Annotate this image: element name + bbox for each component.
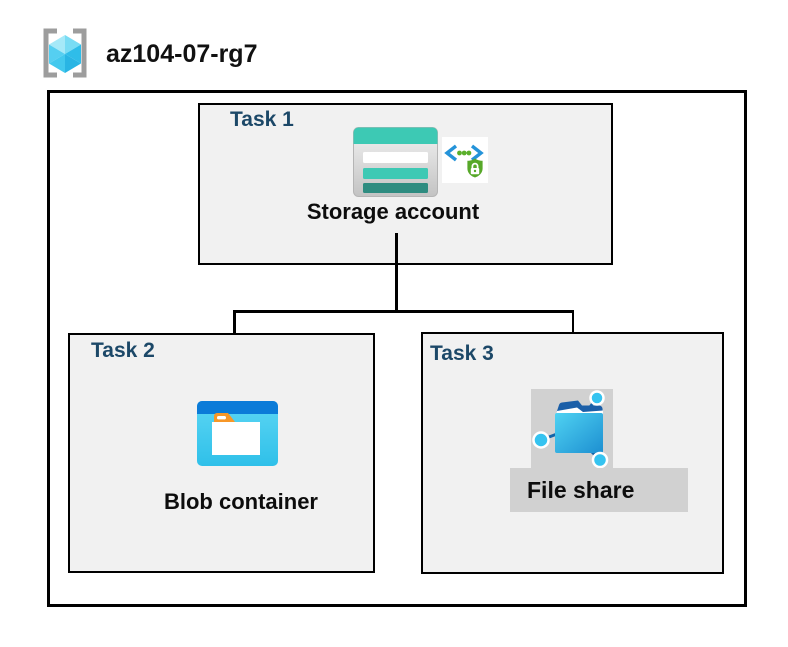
task2-label: Task 2 bbox=[91, 339, 155, 362]
storage-account-icon bbox=[353, 127, 438, 197]
blob-container-icon bbox=[197, 401, 278, 466]
connector-storage-stem bbox=[395, 233, 398, 312]
resource-group-title: az104-07-rg7 bbox=[106, 40, 258, 68]
file-share-icon-background bbox=[531, 389, 613, 469]
task1-label: Task 1 bbox=[230, 108, 294, 131]
file-share-label-background: File share bbox=[510, 468, 688, 512]
secure-api-shield-icon bbox=[442, 137, 488, 183]
file-share-icon bbox=[532, 390, 609, 469]
file-share-label: File share bbox=[527, 477, 635, 503]
storage-account-label: Storage account bbox=[306, 199, 480, 224]
blob-container-label: Blob container bbox=[163, 489, 318, 514]
task3-label: Task 3 bbox=[430, 342, 494, 365]
connector-horizontal bbox=[233, 310, 574, 313]
resource-group-icon bbox=[43, 28, 87, 78]
